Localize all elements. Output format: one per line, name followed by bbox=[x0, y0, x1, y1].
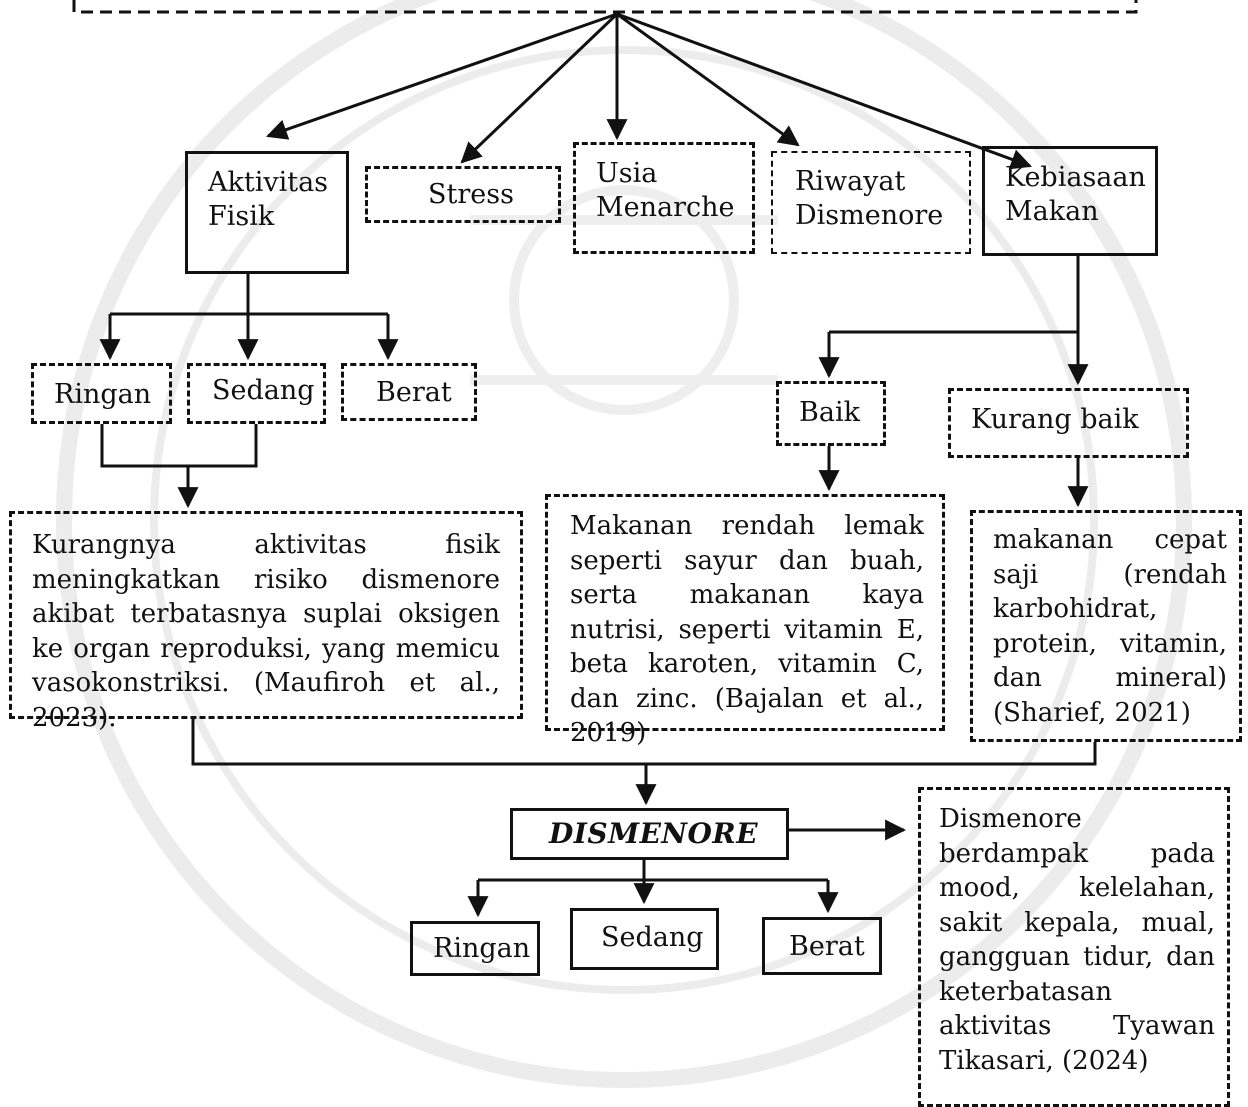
ringan-dismenore-label: Ringan bbox=[433, 933, 531, 964]
dismenore-impact-text: Dismenore berdampak pada mood, kelelahan… bbox=[939, 804, 1215, 1076]
box-berat-dismenore: Berat bbox=[762, 917, 882, 975]
arrow-to-aktivitas bbox=[266, 12, 618, 140]
baik-explanation-text: Makanan rendah lemak seperti sayur dan b… bbox=[570, 511, 924, 748]
box-ringan-dismenore: Ringan bbox=[410, 921, 540, 976]
aktivitas-explanation-text: Kurangnya aktivitas fisik meningkatkan r… bbox=[32, 530, 500, 733]
box-ringan-aktivitas: Ringan bbox=[31, 363, 172, 424]
kurang-baik-label: Kurang baik bbox=[971, 404, 1139, 435]
riwayat-dismenore-label: Riwayat Dismenore bbox=[795, 166, 944, 231]
usia-menarche-label: Usia Menarche bbox=[596, 158, 735, 223]
box-kebiasaan-makan: Kebiasaan Makan bbox=[982, 146, 1158, 256]
top-dashed-bar bbox=[72, 0, 1138, 14]
box-dismenore: DISMENORE bbox=[510, 808, 789, 860]
kebiasaan-makan-label: Kebiasaan Makan bbox=[1005, 162, 1146, 227]
box-aktivitas-fisik: Aktivitas Fisik bbox=[185, 151, 349, 274]
sedang-dismenore-label: Sedang bbox=[601, 922, 704, 953]
berat-dismenore-label: Berat bbox=[789, 931, 865, 962]
baik-label: Baik bbox=[799, 397, 860, 428]
stress-label: Stress bbox=[428, 179, 514, 210]
arrow-to-stress bbox=[460, 12, 619, 164]
box-sedang-dismenore: Sedang bbox=[570, 908, 719, 970]
box-usia-menarche: Usia Menarche bbox=[573, 142, 755, 254]
box-baik: Baik bbox=[776, 381, 886, 446]
box-sedang-aktivitas: Sedang bbox=[187, 363, 326, 424]
ringan-aktivitas-label: Ringan bbox=[54, 379, 152, 410]
sedang-aktivitas-label: Sedang bbox=[212, 375, 315, 406]
dismenore-title: DISMENORE bbox=[549, 817, 759, 850]
kurang-baik-explanation-text: makanan cepat saji (rendah karbohidrat, … bbox=[993, 525, 1227, 728]
box-riwayat-dismenore: Riwayat Dismenore bbox=[771, 151, 971, 254]
box-baik-explanation: Makanan rendah lemak seperti sayur dan b… bbox=[545, 494, 945, 748]
arrow-to-riwayat bbox=[616, 12, 800, 147]
box-berat-aktivitas: Berat bbox=[341, 363, 477, 421]
box-aktivitas-explanation: Kurangnya aktivitas fisik meningkatkan r… bbox=[9, 511, 523, 733]
box-kurang-baik: Kurang baik bbox=[948, 388, 1189, 458]
berat-aktivitas-label: Berat bbox=[376, 377, 452, 408]
arrow-to-kebiasaan bbox=[616, 12, 1032, 170]
aktivitas-fisik-label: Aktivitas Fisik bbox=[208, 167, 329, 232]
box-kurang-baik-explanation: makanan cepat saji (rendah karbohidrat, … bbox=[970, 510, 1242, 742]
box-stress: Stress bbox=[365, 166, 561, 223]
box-dismenore-impact: Dismenore berdampak pada mood, kelelahan… bbox=[918, 787, 1230, 1107]
